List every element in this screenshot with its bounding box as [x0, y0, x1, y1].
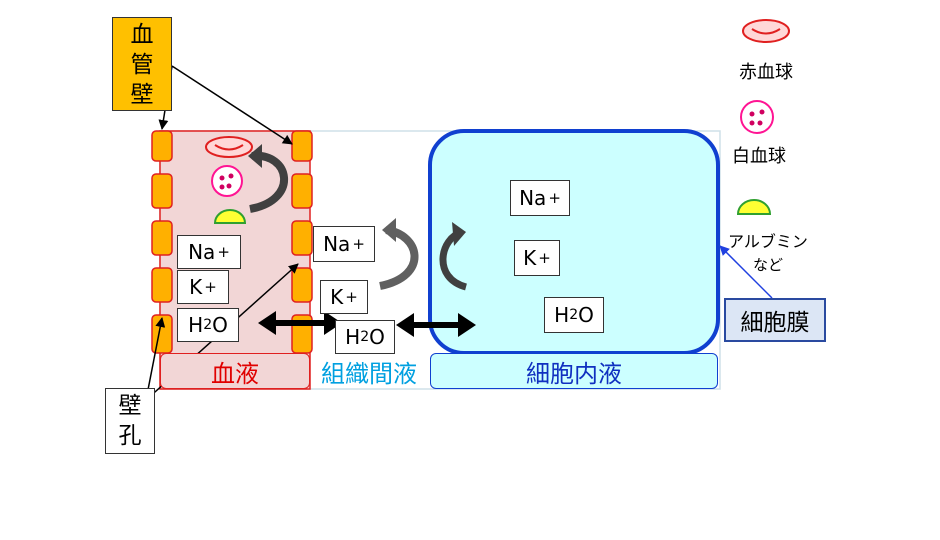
interstitial-label: 組織間液	[321, 359, 417, 388]
ion-na-blood: Na+	[177, 235, 241, 269]
ion-na-cell: Na+	[510, 180, 570, 216]
intracellular-label: 細胞内液	[430, 353, 718, 389]
vessel-wall-char-3: 壁	[130, 82, 154, 108]
legend-albumin-etc: など	[752, 256, 783, 274]
legend-rbc-label: 赤血球	[739, 62, 793, 83]
vessel-wall-char-1: 血	[130, 22, 154, 48]
water-exchange-arrow-2	[396, 313, 476, 337]
ion-k-blood: K+	[177, 270, 229, 304]
wall-pore-label: 壁 孔	[105, 388, 155, 454]
red-blood-cell	[205, 136, 253, 158]
legend-wbc-label: 白血球	[732, 146, 786, 167]
water-exchange-arrow-1	[258, 311, 342, 335]
legend-albumin-icon	[736, 199, 772, 215]
blood-label: 血液	[160, 353, 310, 389]
vessel-wall-char-2: 管	[130, 52, 154, 78]
vessel-wall-pointer-right	[171, 65, 293, 145]
wall-pore-pointer-left	[145, 317, 166, 401]
wall-pore-char-2: 孔	[118, 423, 142, 449]
cell-membrane-label: 細胞膜	[724, 298, 826, 342]
legend-rbc-icon	[742, 19, 790, 43]
curved-arrow-interstitial	[379, 226, 419, 290]
albumin-shape	[213, 209, 247, 224]
legend-albumin-label: アルブミン	[728, 232, 808, 251]
ion-k-interstitial: K+	[320, 280, 368, 314]
white-blood-cell	[211, 165, 243, 197]
vessel-wall-label: 血 管 壁	[112, 17, 172, 111]
curved-arrow-vessel	[249, 151, 288, 213]
ion-k-cell: K+	[514, 240, 560, 276]
legend-wbc-icon	[740, 100, 774, 134]
cell-membrane-pointer	[719, 245, 773, 299]
ion-na-interstitial: Na+	[313, 226, 375, 262]
wall-pore-char-1: 壁	[118, 393, 142, 419]
